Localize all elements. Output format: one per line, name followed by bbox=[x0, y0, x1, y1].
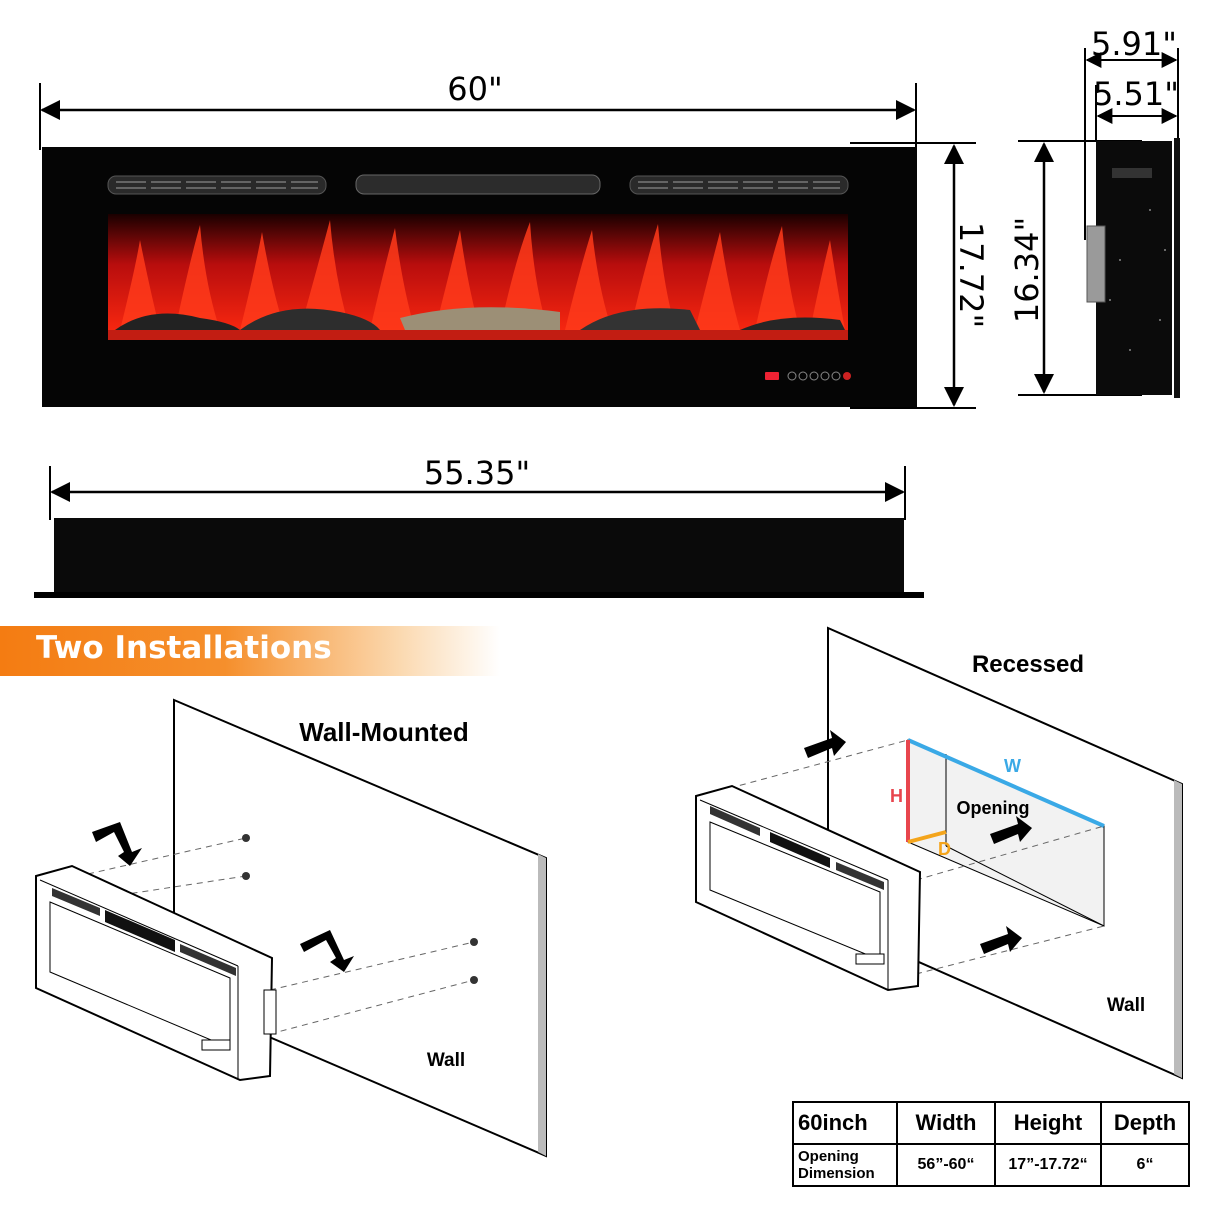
spec-header-model: 60inch bbox=[792, 1101, 898, 1145]
spec-depth-value: 6“ bbox=[1100, 1143, 1190, 1187]
spec-table: 60inch Width Height Depth Opening Dimens… bbox=[792, 1101, 1190, 1187]
mount-arrow-icon bbox=[300, 930, 354, 972]
wall-panel bbox=[173, 698, 547, 1158]
spec-row-label: Opening Dimension bbox=[792, 1143, 898, 1187]
w-line bbox=[907, 738, 1105, 828]
d-label: D bbox=[938, 839, 951, 859]
recessed-title: Recessed bbox=[972, 651, 1084, 678]
flames bbox=[120, 220, 845, 330]
section-banner bbox=[0, 626, 500, 676]
opening-label: Opening bbox=[957, 798, 1030, 818]
section-title: Two Installations bbox=[36, 630, 332, 666]
bottom-view: 55.35" bbox=[34, 454, 924, 598]
spec-height-value: 17”-17.72“ bbox=[994, 1143, 1102, 1187]
insert-arrow-icon bbox=[990, 816, 1032, 844]
depth-inner-label: 5.51" bbox=[1093, 75, 1179, 113]
spec-width-value: 56”-60“ bbox=[896, 1143, 996, 1187]
recessed-diagram: W H D Opening Recessed Wall bbox=[695, 626, 1183, 1080]
w-label: W bbox=[1004, 756, 1021, 776]
recessed-wall-label: Wall bbox=[1107, 995, 1145, 1016]
spec-header-height: Height bbox=[994, 1101, 1102, 1145]
h-label: H bbox=[890, 786, 903, 806]
spec-header-depth: Depth bbox=[1100, 1101, 1190, 1145]
spec-header-width: Width bbox=[896, 1101, 996, 1145]
spec-header-row: 60inch Width Height Depth bbox=[792, 1101, 1190, 1145]
depth-outer-label: 5.91" bbox=[1091, 25, 1177, 63]
wall-mounted-title: Wall-Mounted bbox=[299, 717, 468, 747]
fireplace-bottom-body bbox=[54, 518, 904, 592]
logs bbox=[115, 307, 845, 330]
ember-bed bbox=[108, 330, 848, 340]
top-vents bbox=[107, 174, 849, 195]
insert-arrow-icon bbox=[804, 730, 846, 758]
insert-arrow-icon bbox=[980, 926, 1022, 954]
wall-mounted-diagram: Wall-Mounted Wall bbox=[35, 698, 547, 1158]
control-panel bbox=[765, 371, 851, 381]
mounting-bracket bbox=[1086, 225, 1106, 303]
bottom-width-label: 55.35" bbox=[424, 454, 530, 492]
spec-row: Opening Dimension 56”-60“ 17”-17.72“ 6“ bbox=[792, 1143, 1190, 1187]
front-view: 60" bbox=[39, 70, 990, 409]
fireplace-side-body bbox=[1096, 141, 1172, 395]
d-line bbox=[907, 830, 947, 844]
mount-arrow-icon bbox=[92, 822, 142, 866]
front-height-label: 17.72" bbox=[952, 222, 990, 328]
side-height-label: 16.34" bbox=[1008, 217, 1046, 323]
side-view: 5.91" 5.51" 16.34" bbox=[1008, 25, 1180, 398]
wall-mounted-wall-label: Wall bbox=[427, 1050, 465, 1071]
front-width-label: 60" bbox=[447, 70, 502, 108]
